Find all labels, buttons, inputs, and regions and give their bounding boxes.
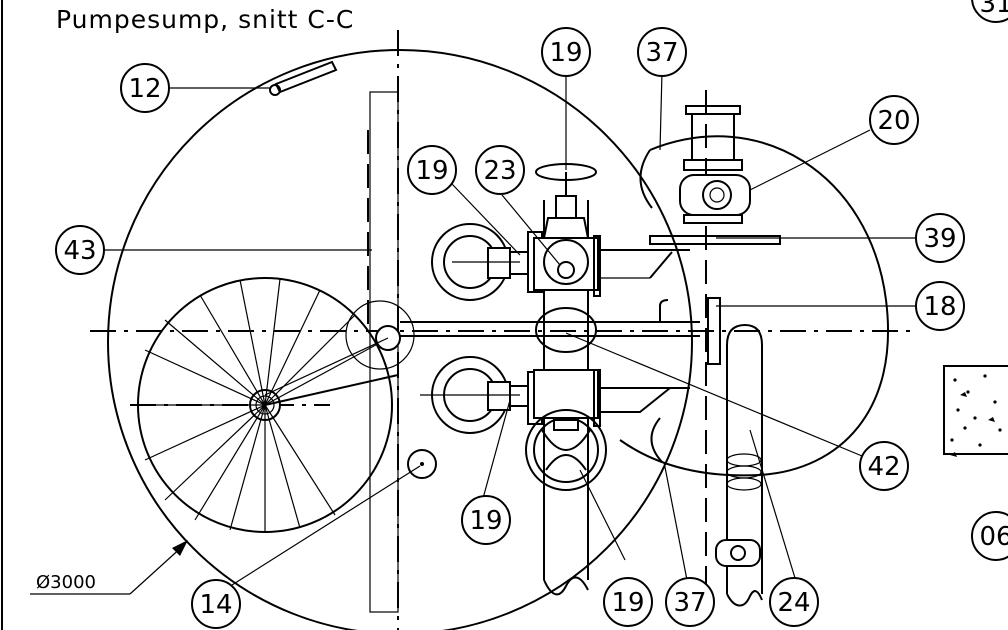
- balloon-42: 42: [859, 441, 909, 491]
- balloon-12-label: 12: [128, 74, 161, 104]
- balloon-39: 39: [915, 213, 965, 263]
- balloon-42-label: 42: [867, 452, 900, 482]
- chamber-lower-arc: [650, 417, 663, 463]
- balloon-19-left: 19: [407, 145, 457, 195]
- balloon-19-mid-label: 19: [469, 506, 502, 536]
- balloon-19-top-label: 19: [549, 38, 582, 68]
- balloon-37-bottom: 37: [665, 577, 715, 627]
- concrete-section: [943, 365, 1008, 457]
- stair-brace: [264, 337, 389, 396]
- balloon-37-bottom-label: 37: [673, 588, 706, 618]
- balloon-23-label: 23: [483, 156, 516, 186]
- balloon-19-bottom-label: 19: [611, 588, 644, 618]
- leader-lines: [104, 71, 918, 586]
- valve-chamber-outline: [619, 135, 889, 477]
- vent-elbow: [659, 299, 669, 322]
- vertical-pipe-24: [715, 323, 763, 607]
- sump-outline: [107, 49, 693, 630]
- balloon-23: 23: [475, 145, 525, 195]
- vertical-main-pipe: [533, 200, 601, 596]
- handwheel-lower: [525, 409, 607, 491]
- balloon-43-label: 43: [63, 236, 96, 266]
- dimension-leader: [30, 540, 188, 595]
- drain-point-center: [420, 462, 424, 466]
- gate-valve-top: [535, 163, 597, 239]
- drain-point: [407, 449, 437, 479]
- balloon-37-top-label: 37: [645, 38, 678, 68]
- balloon-18-label: 18: [923, 292, 956, 322]
- balloon-24: 24: [769, 577, 819, 627]
- balloon-06-label: 06: [979, 522, 1008, 552]
- balloon-24-label: 24: [777, 588, 810, 618]
- drawing-title: Pumpesump, snitt C-C: [56, 5, 354, 34]
- balloon-20: 20: [869, 95, 919, 145]
- balloon-12: 12: [120, 63, 170, 113]
- balloon-14-label: 14: [199, 590, 232, 620]
- balloon-31: 31: [971, 0, 1008, 23]
- balloon-14: 14: [191, 579, 241, 629]
- balloon-39-label: 39: [923, 224, 956, 254]
- balloon-19-bottom: 19: [603, 577, 653, 627]
- pump-upper: [431, 223, 543, 301]
- balloon-19-mid: 19: [461, 495, 511, 545]
- check-valve-assembly: [639, 105, 781, 245]
- spiral-staircase: [137, 277, 399, 533]
- balloon-19-left-label: 19: [415, 156, 448, 186]
- balloon-37-top: 37: [637, 27, 687, 77]
- diameter-dimension: Ø3000: [36, 572, 96, 593]
- balloon-20-label: 20: [877, 106, 910, 136]
- pump-lower: [420, 356, 543, 434]
- bracket-plate: [707, 297, 721, 365]
- balloon-06: 06: [971, 511, 1008, 561]
- balloon-18: 18: [915, 281, 965, 331]
- balloon-31-label: 31: [979, 0, 1008, 19]
- branch-lower-bend: [600, 387, 671, 413]
- vertical-rail: [369, 91, 399, 613]
- balloon-43: 43: [55, 225, 105, 275]
- balloon-19-top: 19: [541, 27, 591, 77]
- branch-upper-bend: [649, 251, 673, 279]
- item-12-handle: [269, 60, 338, 96]
